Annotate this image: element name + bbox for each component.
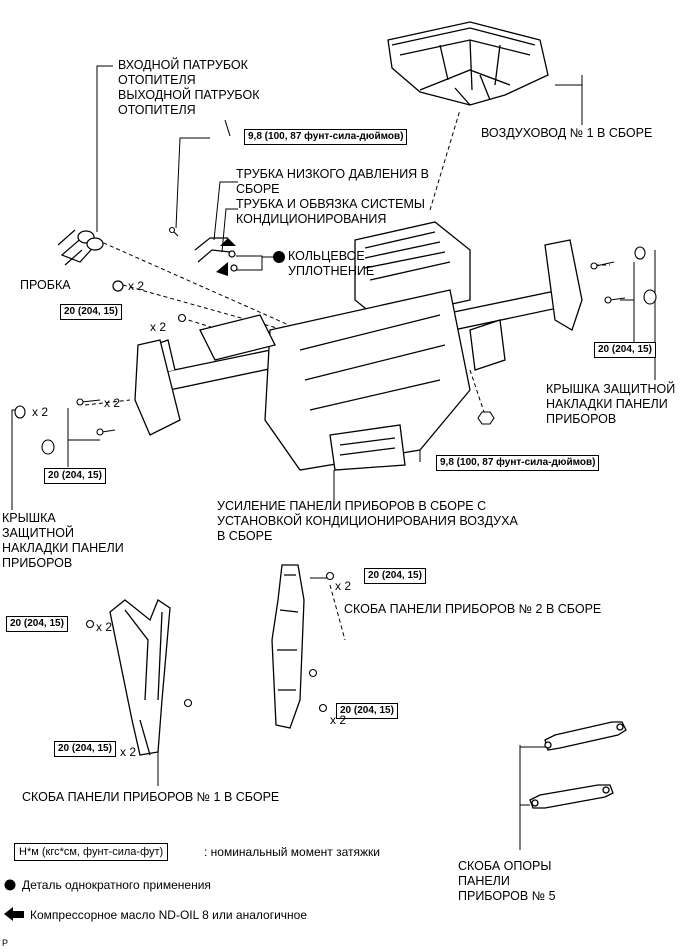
torque-box: 20 (204, 15): [336, 703, 398, 719]
label-cover-right: КРЫШКА ЗАЩИТНОЙ НАКЛАДКИ ПАНЕЛИ ПРИБОРОВ: [546, 382, 676, 426]
torque-box: 9,8 (100, 87 фунт-сила-дюймов): [244, 129, 408, 145]
label-heater-inlet-outlet: ВХОДНОЙ ПАТРУБОК ОТОПИТЕЛЯ ВЫХОДНОЙ ПАТР…: [118, 58, 260, 117]
torque-box: 20 (204, 15): [60, 304, 122, 320]
legend-non-reusable-text: Деталь однократного применения: [22, 878, 211, 892]
label-bracket-no2: СКОБА ПАНЕЛИ ПРИБОРОВ № 2 В СБОРЕ: [344, 602, 602, 616]
label-air-duct-no1: ВОЗДУХОВОД № 1 В СБОРЕ: [481, 126, 653, 140]
label-cover-left: КРЫШКА ЗАЩИТНОЙ НАКЛАДКИ ПАНЕЛИ ПРИБОРОВ: [2, 511, 124, 570]
qty-bolt: x 2: [330, 713, 347, 727]
torque-box: 20 (204, 15): [54, 741, 116, 757]
label-brace-no5: СКОБА ОПОРЫ ПАНЕЛИ ПРИБОРОВ № 5: [458, 859, 556, 903]
bracket-no1-part: [109, 599, 171, 756]
qty-bolt: x 2: [335, 579, 352, 593]
brace-no5-parts: [529, 721, 627, 809]
label-low-pressure-tube: ТРУБКА НИЗКОГО ДАВЛЕНИЯ В СБОРЕ ТРУБКА И…: [236, 167, 430, 226]
torque-box: 9,8 (100, 87 фунт-сила-дюймов): [436, 455, 600, 471]
torque-box: 20 (204, 15): [364, 568, 426, 584]
oil-arrow-icons: [216, 238, 236, 276]
torque-box: 20 (204, 15): [6, 616, 68, 632]
qty-bolt: x 2: [120, 745, 137, 759]
legend-torque-text: : номинальный момент затяжки: [204, 845, 380, 859]
qty-bolt: x 2: [96, 620, 113, 634]
label-bracket-no1: СКОБА ПАНЕЛИ ПРИБОРОВ № 1 В СБОРЕ: [22, 790, 280, 804]
air-duct-no1: [387, 21, 549, 106]
qty-bolt: x 2: [104, 396, 121, 410]
qty-cover: x 2: [32, 405, 49, 419]
label-o-ring: КОЛЬЦЕВОЕ УПЛОТНЕНИЕ: [288, 249, 375, 278]
legend-torque-unit-box: Н*м (кгс*см, фунт-сила-фут): [14, 843, 169, 861]
legend-arrow-icon: [4, 907, 24, 921]
heater-hoses: [57, 229, 104, 266]
torque-box: 20 (204, 15): [594, 342, 656, 358]
label-reinforcement: УСИЛЕНИЕ ПАНЕЛИ ПРИБОРОВ В СБОРЕ С УСТАН…: [217, 499, 518, 543]
qty-bolt: x 2: [150, 320, 167, 334]
qty-plug: x 2: [128, 279, 145, 293]
ac-tube-part: [194, 237, 238, 272]
reinforcement-assembly: [134, 221, 583, 471]
legend-dot-icon: [4, 879, 16, 891]
label-plug: ПРОБКА: [20, 278, 71, 292]
plug-part: [112, 280, 124, 292]
torque-box: 20 (204, 15): [44, 468, 106, 484]
corner-mark: P: [2, 938, 9, 948]
legend-oil-text: Компрессорное масло ND-OIL 8 или аналоги…: [30, 908, 308, 922]
non-reusable-dot-icon: [273, 251, 285, 263]
bracket-no2-part: [271, 564, 305, 729]
